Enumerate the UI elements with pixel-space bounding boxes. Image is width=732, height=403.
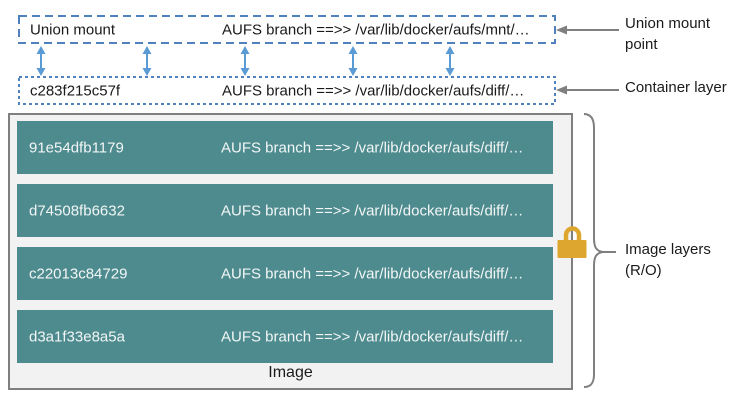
union-mount-point-note: Union mount point bbox=[625, 15, 711, 53]
image-layer-row: d3a1f33e8a5a AUFS branch ==>> /var/lib/d… bbox=[17, 310, 553, 363]
layer-branch-path: AUFS branch ==>> /var/lib/docker/aufs/di… bbox=[221, 265, 524, 282]
layer-branch-path: AUFS branch ==>> /var/lib/docker/aufs/di… bbox=[221, 139, 524, 156]
container-layer-note: Container layer bbox=[625, 79, 727, 96]
dashed-border bbox=[18, 15, 556, 44]
union-mount-branch-path: AUFS branch ==>> /var/lib/docker/aufs/mn… bbox=[222, 21, 530, 38]
bidirectional-arrow-icon bbox=[36, 46, 46, 76]
left-arrow-icon bbox=[556, 25, 619, 35]
layer-id: d3a1f33e8a5a bbox=[29, 328, 125, 345]
curly-brace bbox=[583, 113, 616, 388]
image-box-caption: Image bbox=[268, 364, 313, 381]
image-layer-row: 91e54dfb1179 AUFS branch ==>> /var/lib/d… bbox=[17, 121, 553, 174]
image-layer-row: d74508fb6632 AUFS branch ==>> /var/lib/d… bbox=[17, 184, 553, 237]
layer-id: c22013c84729 bbox=[29, 265, 128, 282]
bidirectional-arrow-icon bbox=[142, 46, 152, 76]
image-layer-row: c22013c84729 AUFS branch ==>> /var/lib/d… bbox=[17, 247, 553, 300]
lock-icon bbox=[557, 226, 587, 258]
dashed-border bbox=[18, 76, 556, 105]
container-layer-id: c283f215c57f bbox=[30, 82, 121, 99]
image-layers-note: Image layers (R/O) bbox=[625, 241, 711, 279]
image-box: 91e54dfb1179 AUFS branch ==>> /var/lib/d… bbox=[8, 113, 573, 390]
container-layer-box: c283f215c57f AUFS branch ==>> /var/lib/d… bbox=[18, 76, 556, 105]
layer-id: d74508fb6632 bbox=[29, 202, 125, 219]
union-mount-box: Union mount AUFS branch ==>> /var/lib/do… bbox=[18, 15, 556, 44]
layer-branch-path: AUFS branch ==>> /var/lib/docker/aufs/di… bbox=[221, 328, 524, 345]
layer-branch-path: AUFS branch ==>> /var/lib/docker/aufs/di… bbox=[221, 202, 524, 219]
bidirectional-arrow-icon bbox=[445, 46, 455, 76]
left-arrow-icon bbox=[556, 85, 619, 95]
bidirectional-arrow-icon bbox=[240, 46, 250, 76]
union-mount-label: Union mount bbox=[30, 21, 116, 38]
layer-id: 91e54dfb1179 bbox=[29, 139, 124, 156]
container-layer-branch-path: AUFS branch ==>> /var/lib/docker/aufs/di… bbox=[222, 82, 525, 99]
bidirectional-arrow-icon bbox=[348, 46, 358, 76]
